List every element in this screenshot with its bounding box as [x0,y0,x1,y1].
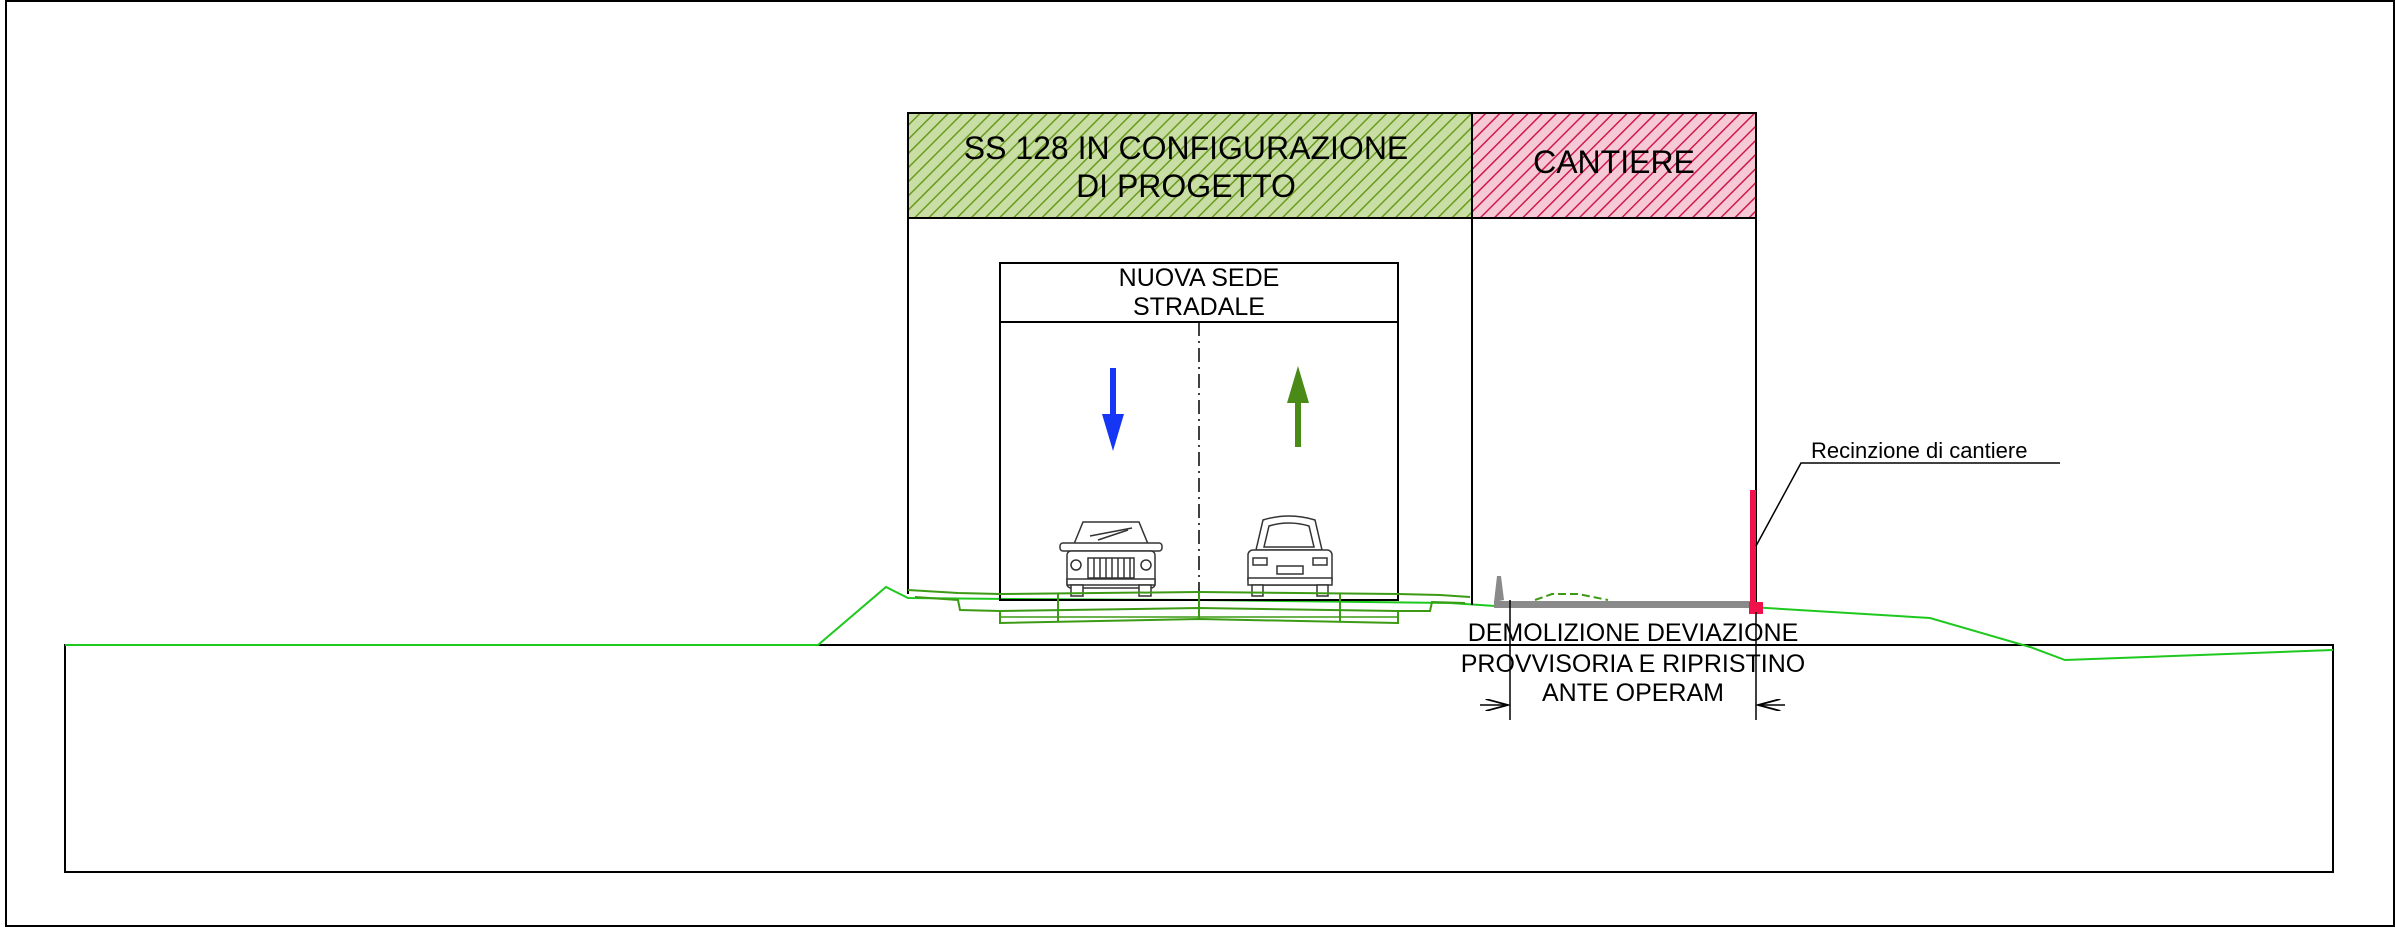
new-road-title-line1: NUOVA SEDE [1119,264,1280,292]
site-fence [1749,490,1763,614]
fence-label: Recinzione di cantiere [1811,438,2027,463]
site-header-box [1471,112,1757,219]
sheet-frame [5,0,2395,927]
up-arrow-icon [1287,366,1309,447]
demolition-dimension [1480,600,1785,720]
site-title: CANTIERE [1533,144,1695,180]
car-front-icon [1059,521,1163,597]
demolition-label-line1: DEMOLIZIONE DEVIAZIONE [1468,619,1799,647]
fence-leader-line [1755,462,2060,547]
project-title-line1: SS 128 IN CONFIGURAZIONE [964,130,1409,166]
new-road-title-line2: STRADALE [1133,293,1265,321]
ground-box [64,644,2334,873]
project-title-line2: DI PROGETTO [1076,168,1296,204]
road-pavement-layers [907,589,1471,625]
temporary-road-section [1494,576,1756,608]
down-arrow-icon [1102,368,1124,451]
terrain-profile [65,585,2334,662]
demolition-label-line3: ANTE OPERAM [1542,679,1724,707]
car-rear-icon [1247,515,1333,597]
project-header-box [907,112,1473,219]
demolition-label-line2: PROVVISORIA E RIPRISTINO [1461,650,1806,678]
